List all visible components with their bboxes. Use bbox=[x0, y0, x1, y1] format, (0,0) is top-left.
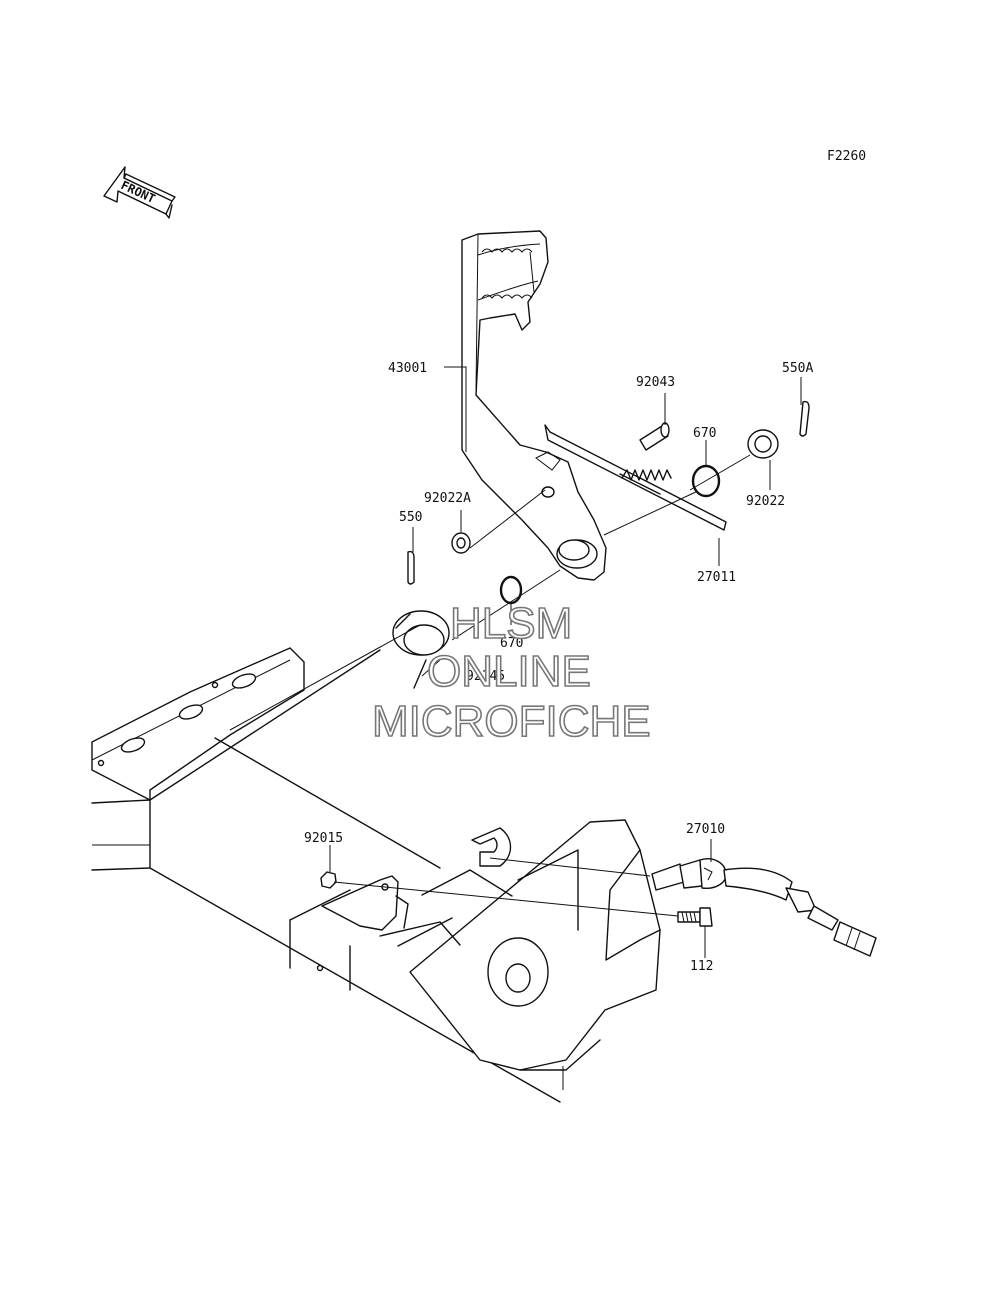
brake-pedal bbox=[461, 230, 607, 581]
leader-lines bbox=[229, 366, 802, 1090]
pedal-spring bbox=[619, 469, 672, 495]
label-92022A: 92022A bbox=[424, 491, 471, 506]
label-27010: 27010 bbox=[686, 822, 725, 837]
label-112: 112 bbox=[690, 959, 713, 974]
front-label: FRONT bbox=[119, 178, 158, 206]
pin-92043 bbox=[639, 422, 670, 451]
label-92145: 92145 bbox=[466, 669, 505, 684]
cotter-pin-550A bbox=[799, 400, 810, 437]
watermark: HLSM ONLINE MICROFICHE bbox=[371, 598, 651, 747]
figure-code: F2260 bbox=[827, 149, 866, 164]
pivot-shaft bbox=[544, 424, 727, 536]
watermark-line-2: ONLINE bbox=[427, 647, 591, 696]
label-43001: 43001 bbox=[388, 361, 427, 376]
part-labels: 43001 92043 550A 670 92022 92022A 550 27… bbox=[304, 361, 813, 974]
nut-92015 bbox=[320, 871, 337, 889]
front-arrow-icon: FRONT bbox=[103, 166, 176, 219]
label-92015: 92015 bbox=[304, 831, 343, 846]
bolt-112 bbox=[677, 907, 713, 927]
label-550A: 550A bbox=[782, 361, 813, 376]
switch-bracket bbox=[321, 875, 409, 931]
label-27011: 27011 bbox=[697, 570, 736, 585]
washer-92022 bbox=[747, 429, 779, 459]
label-670-upper: 670 bbox=[693, 426, 716, 441]
frame bbox=[91, 647, 661, 1103]
washer-92022A bbox=[451, 532, 471, 554]
label-92043: 92043 bbox=[636, 375, 675, 390]
watermark-line-3: MICROFICHE bbox=[372, 697, 651, 746]
cotter-pin-550 bbox=[407, 550, 415, 585]
return-spring-92145 bbox=[392, 610, 450, 689]
label-550: 550 bbox=[399, 510, 422, 525]
label-92022: 92022 bbox=[746, 494, 785, 509]
brake-light-switch-27010 bbox=[651, 858, 877, 957]
label-670-lower: 670 bbox=[500, 636, 523, 651]
watermark-line-1: HLSM bbox=[450, 599, 572, 648]
